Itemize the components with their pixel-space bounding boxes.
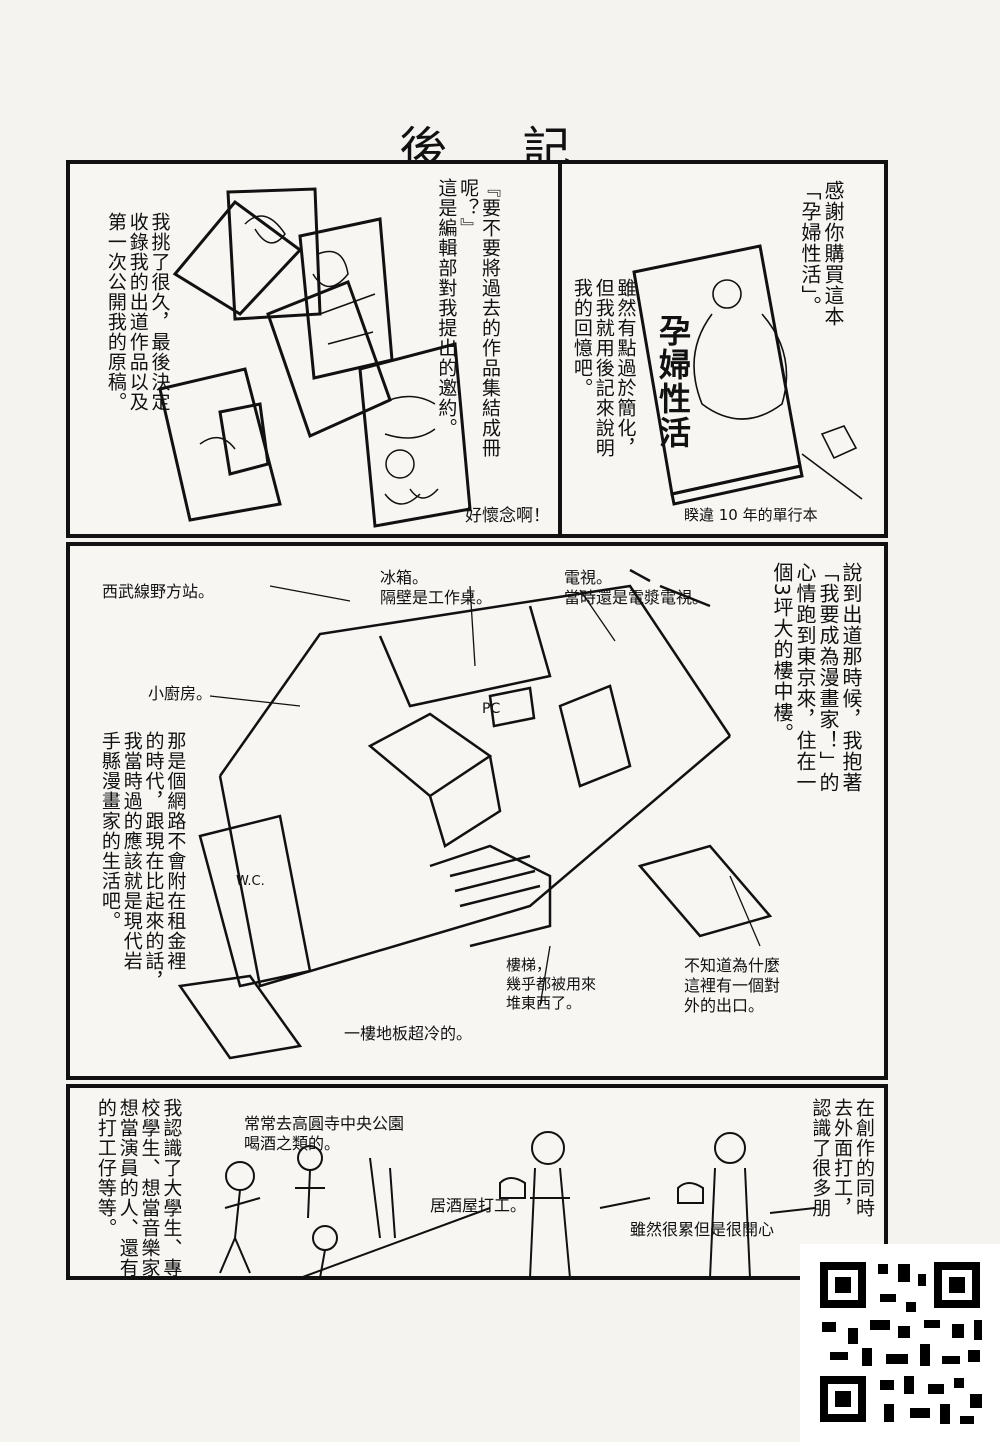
exit-line: 不知道為什麼: [684, 956, 781, 975]
floor-label: 一樓地板超冷的。: [344, 1024, 473, 1043]
panel-old-works: 『要不要將過去的作品集結成冊呢？』 這是編輯部對我提出的邀約。 我挑了很久，最後…: [66, 160, 562, 538]
tired-label: 雖然很累但是很開心: [630, 1220, 775, 1239]
narration-line: 第一次公開我的原稿。: [104, 212, 127, 412]
panel-apartment: PC W.C. 說到出道那時候，我抱著 「我要成為漫畫家！」的 心情跑到東京來，…: [66, 542, 888, 1080]
narration-line: 去外面打工，: [831, 1098, 854, 1218]
exit-line: 這裡有一個對: [684, 976, 781, 995]
kitchen-label: 小廚房。: [148, 684, 213, 703]
apartment-room-sketch: [177, 568, 773, 1060]
book-title: 孕婦性活: [654, 314, 692, 450]
book-and-eraser-sketch: [632, 244, 863, 506]
old-works-narration: 『要不要將過去的作品集結成冊呢？』 這是編輯部對我提出的邀約。: [434, 178, 501, 478]
narration-line: 收錄我的出道作品以及: [126, 212, 149, 412]
exit-label: 不知道為什麼 這裡有一個對 外的出口。: [684, 956, 780, 1016]
part-time-sketch: [219, 1131, 816, 1276]
narration-line: 手縣漫畫家的生活吧。: [98, 731, 121, 931]
tv-line: 當時還是電漿電視。: [564, 588, 709, 607]
old-works-decision: 我挑了很久，最後決定 收錄我的出道作品以及 第一次公開我的原稿。: [104, 212, 171, 472]
fridge-line: 冰箱。: [380, 568, 429, 587]
park-line: 常常去高圓寺中央公園: [244, 1114, 405, 1133]
narration-line: 說到出道那時候，我抱著: [839, 562, 863, 793]
book-caption: 睽違 10 年的單行本: [684, 506, 818, 524]
panel-part-time: 在創作的同時 去外面打工， 認識了很多朋 我認識了大學生、專門學 校學生、想當音…: [66, 1084, 888, 1280]
narration-line: 感謝你購買這本: [821, 180, 845, 327]
pc-label: PC: [482, 701, 501, 717]
stairs-line: 堆東西了。: [506, 993, 582, 1012]
narration-line: 校學生、想當音樂家的人、: [138, 1098, 161, 1280]
fridge-line: 隔壁是工作桌。: [380, 588, 493, 607]
narration-line: 認識了很多朋: [809, 1098, 832, 1218]
narration-line: 心情跑到東京來，住在一: [793, 562, 817, 793]
tv-label: 電視。 當時還是電漿電視。: [564, 568, 708, 608]
tv-line: 電視。: [564, 568, 613, 587]
friends-narration: 我認識了大學生、專門學 校學生、想當音樂家的人、 想當演員的人、還有神秘 的打工…: [94, 1098, 183, 1280]
narration-line: 在創作的同時: [853, 1098, 875, 1218]
panel-thanks: 孕婦性活 感謝你購買這本 「孕婦性活」。 雖然有點過於簡化， 但我就用後記來說明…: [558, 160, 888, 538]
narration-line: 「孕婦性活」。: [798, 180, 822, 317]
part-time-narration: 在創作的同時 去外面打工， 認識了很多朋: [808, 1098, 875, 1268]
narration-line: 的時代，跟現在比起來的話，: [142, 731, 165, 991]
narration-line: 我的回憶吧。: [570, 278, 593, 398]
fridge-label: 冰箱。 隔壁是工作桌。: [380, 568, 492, 608]
narration-line: 的打工仔等等。: [94, 1098, 117, 1238]
narration-line: 我認識了大學生、專門學: [160, 1098, 183, 1280]
stairs-label: 樓梯， 幾乎都被用來 堆東西了。: [506, 956, 596, 1012]
narration-line: 想當演員的人、還有神秘: [116, 1098, 139, 1280]
narration-line: 這是編輯部對我提出的邀約。: [435, 178, 458, 438]
narration-line: 「我要成為漫畫家！」的: [816, 562, 840, 793]
park-line: 喝酒之類的。: [244, 1134, 341, 1153]
stairs-line: 樓梯，: [506, 956, 552, 974]
memory-narration: 雖然有點過於簡化， 但我就用後記來說明 我的回憶吧。: [570, 278, 637, 508]
thanks-narration: 感謝你購買這本 「孕婦性活」。: [798, 180, 845, 440]
narration-line: 但我就用後記來說明: [592, 278, 615, 458]
exit-line: 外的出口。: [684, 996, 765, 1015]
stairs-line: 幾乎都被用來: [506, 974, 597, 993]
wc-label: W.C.: [236, 874, 265, 889]
park-label: 常常去高圓寺中央公園 喝酒之類的。: [244, 1114, 404, 1154]
station-label: 西武線野方站。: [102, 582, 215, 601]
debut-narration: 說到出道那時候，我抱著 「我要成為漫畫家！」的 心情跑到東京來，住在一 個3坪大…: [770, 562, 863, 962]
qr-code: [800, 1244, 1000, 1442]
narration-line: 『要不要將過去的作品集結成冊呢？』: [457, 178, 501, 458]
izakaya-label: 居酒屋打工。: [430, 1196, 527, 1215]
narration-line: 我挑了很久，最後決定: [148, 212, 171, 412]
manuscript-pages-sketch: [158, 187, 472, 528]
era-narration: 那是個網路不會附在租金裡 的時代，跟現在比起來的話， 我當時過的應該就是現代岩 …: [98, 731, 187, 1061]
nostalgic-caption: 好懷念啊！: [465, 506, 550, 526]
narration-line: 我當時過的應該就是現代岩: [120, 731, 143, 971]
narration-line: 個3坪大的樓中樓。: [770, 562, 794, 744]
narration-line: 那是個網路不會附在租金裡: [164, 731, 187, 971]
narration-line: 雖然有點過於簡化，: [614, 278, 637, 458]
